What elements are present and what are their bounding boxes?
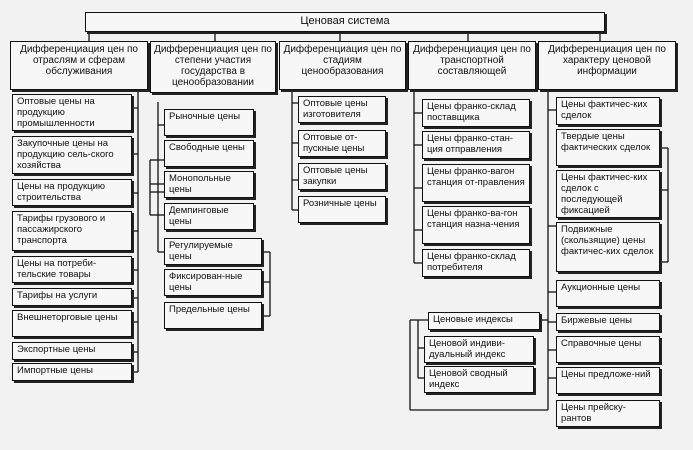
root-title: Ценовая система (85, 12, 605, 32)
col4-header: Дифференциация цен по транспортной соста… (408, 41, 536, 90)
col2-item: Регулируемые цены (164, 238, 262, 265)
col5-item: Цены фактичес-ких сделок с последующей ф… (556, 170, 660, 218)
col3-item: Оптовые от-пускные цены (298, 130, 386, 157)
col2-item: Свободные цены (164, 140, 254, 167)
col4-item: Цены франко-ва-гон станция назна-чения (422, 206, 530, 244)
col5-item: Твердые цены фактических сделок (556, 129, 660, 166)
col2-item: Рыночные цены (164, 109, 254, 136)
price-index-item: Ценовой сводный индекс (424, 366, 534, 393)
col2-item: Демпинговые цены (164, 203, 254, 230)
col5-header: Дифференциация цен по характеру ценовой … (538, 41, 676, 90)
col3-item: Оптовые цены изготовителя (298, 96, 386, 123)
col4-item: Цены франко-склад поставщика (422, 99, 530, 127)
col1-item: Цены на потреби-тельские товары (12, 256, 132, 283)
col4-item: Цены франко-вагон станция от-правления (422, 164, 530, 202)
col3-item: Розничные цены (298, 196, 386, 223)
col5-item: Цены прейску-рантов (556, 400, 660, 427)
col5-item: Аукционные цены (556, 280, 660, 307)
col1-item: Экспортные цены (12, 342, 132, 360)
col1-item: Внешнеторговые цены (12, 310, 132, 337)
col1-item: Закупочные цены на продукцию сель-ского … (12, 136, 132, 174)
col1-item: Тарифы на услуги (12, 288, 132, 306)
col2-item: Монопольные цены (164, 171, 254, 198)
col5-item: Подвижные (скользящие) цены фактичес-ких… (556, 222, 660, 272)
col1-header: Дифференциация цен по отраслям и сферам … (10, 41, 148, 90)
col5-item: Цены предложе-ний (556, 367, 660, 394)
col1-item: Оптовые цены на продукцию промышленности (12, 94, 132, 131)
col5-item: Биржевые цены (556, 313, 660, 331)
col2-item: Предельные цены (164, 302, 262, 329)
col1-item: Тарифы грузового и пассажирского транспо… (12, 211, 132, 251)
price-indexes-header: Ценовые индексы (428, 312, 540, 330)
col1-item: Импортные цены (12, 363, 132, 381)
col5-item: Цены фактичес-ких сделок (556, 97, 660, 125)
col3-item: Оптовые цены закупки (298, 163, 386, 190)
col1-item: Цены на продукцию строительства (12, 179, 132, 206)
col2-header: Дифференциация цен по степени участия го… (150, 41, 276, 93)
price-index-item: Ценовой индиви-дуальный индекс (424, 336, 534, 363)
col2-item: Фиксирован-ные цены (164, 269, 262, 296)
col5-item: Справочные цены (556, 336, 660, 363)
col4-item: Цены франко-стан-ция отправления (422, 131, 530, 159)
col3-header: Дифференциация цен по стадиям ценообразо… (279, 41, 406, 90)
col4-item: Цены франко-склад потребителя (422, 249, 530, 277)
